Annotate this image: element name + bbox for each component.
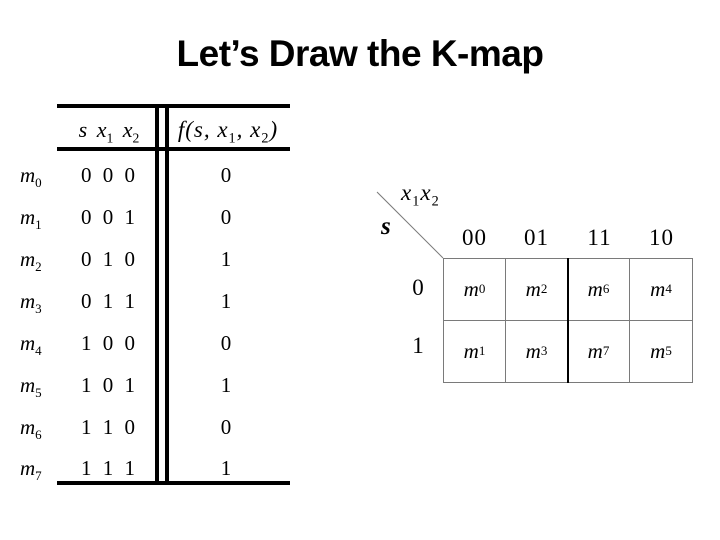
kmap-row-label: 0 [412,275,424,300]
input-bits: 1 0 1 [81,373,135,397]
input-bits: 0 1 0 [81,247,135,271]
minterm-label: m4 [20,331,42,359]
minterm-label: m1 [20,205,42,233]
output-value: 0 [220,205,232,229]
table-vertical-rule-right [165,104,169,485]
output-value: 0 [220,163,232,187]
kmap-diagonal-line [376,191,444,259]
output-value: 0 [220,415,232,439]
kmap-col-label: 01 [524,225,549,250]
output-value: 0 [220,331,232,355]
input-bits: 0 1 1 [81,289,135,313]
minterm-label: m5 [20,373,42,401]
output-value: 1 [220,373,232,397]
output-value: 1 [220,247,232,271]
table-row: m6 1 1 0 0 [0,412,300,442]
minterm-label: m7 [20,456,42,484]
input-bits: 0 0 1 [81,205,135,229]
minterm-label: m3 [20,289,42,317]
kmap-center-divider [567,258,569,383]
table-row: m1 0 0 1 0 [0,202,300,232]
kmap-row-variable: s [381,213,391,240]
kmap-row-label: 1 [412,333,424,358]
table-row: m2 0 1 0 1 [0,244,300,274]
output-column-header: f(s, x1, x2) [177,117,279,147]
table-row: m0 0 0 0 0 [0,160,300,190]
output-value: 1 [220,289,232,313]
inputs-column-header: s x1 x2 [78,117,140,146]
table-row: m3 0 1 1 1 [0,286,300,316]
table-bottom-rule [57,481,290,485]
minterm-label: m0 [20,163,42,191]
minterm-label: m6 [20,415,42,443]
table-row: m7 1 1 1 1 [0,453,300,483]
minterm-label: m2 [20,247,42,275]
input-bits: 1 1 0 [81,415,135,439]
table-row: m5 1 0 1 1 [0,370,300,400]
table-row: m4 1 0 0 0 [0,328,300,358]
table-top-rule [57,104,290,108]
kmap-corner-label: x1x2 [401,180,440,210]
kmap-col-label: 11 [587,225,612,250]
truth-table: s x1 x2 f(s, x1, x2) m0 0 0 0 0 m1 0 0 1… [0,0,320,540]
table-header-rule [57,147,290,151]
output-value: 1 [220,456,232,480]
slide-title: Let’s Draw the K-map [176,33,544,74]
input-bits: 1 1 1 [81,456,135,480]
input-bits: 0 0 0 [81,163,135,187]
kmap-col-label: 10 [649,225,674,250]
table-vertical-rule-left [155,104,159,485]
kmap-col-label: 00 [462,225,487,250]
input-bits: 1 0 0 [81,331,135,355]
